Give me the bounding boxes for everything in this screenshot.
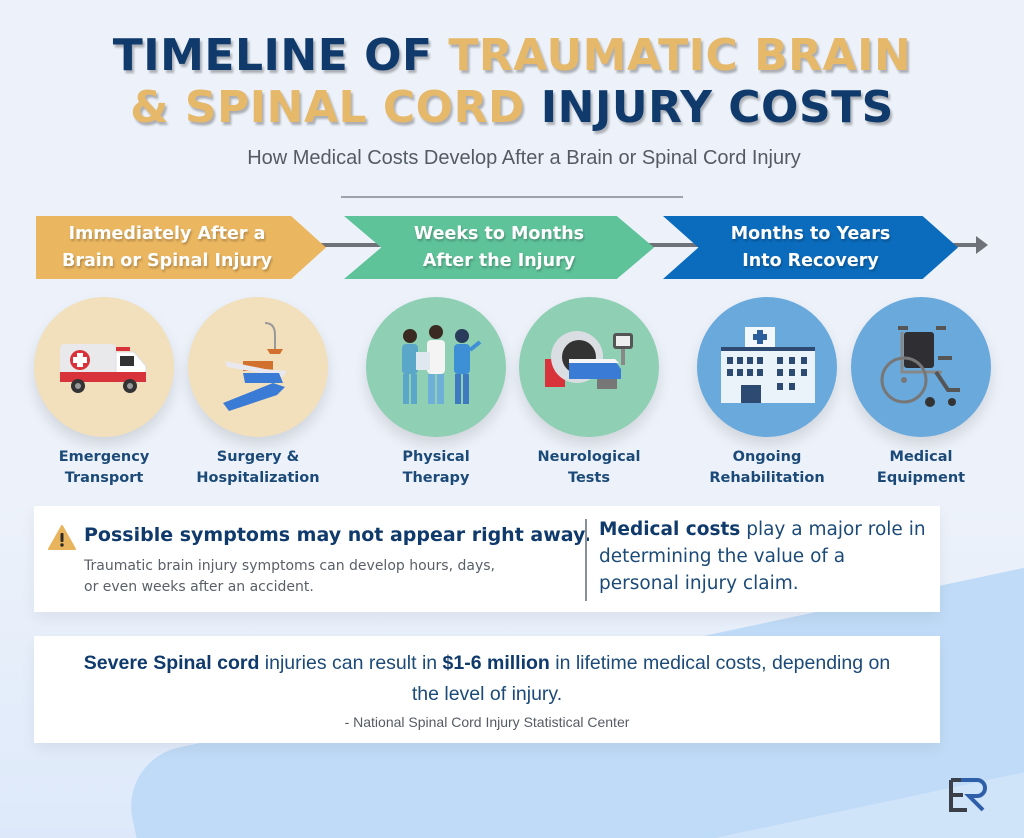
quote-text: Severe Spinal cord injuries can result i… xyxy=(74,648,900,710)
phase-label: After the Injury xyxy=(422,250,576,271)
vertical-divider xyxy=(585,519,587,601)
wheelchair-icon xyxy=(851,297,991,437)
mri-scanner-icon xyxy=(519,297,659,437)
item-label: Rehabilitation xyxy=(709,470,825,486)
page-title: TIMELINE OF TRAUMATIC BRAIN & SPINAL COR… xyxy=(0,30,1024,134)
item-label: Equipment xyxy=(876,470,966,486)
cost-note-emphasis: Medical costs xyxy=(599,519,741,540)
item-label: Transport xyxy=(64,470,144,486)
quote-source: - National Spinal Cord Injury Statistica… xyxy=(344,714,630,730)
warning-text: Traumatic brain injury symptoms can deve… xyxy=(84,556,554,598)
warning-text-line: Traumatic brain injury symptoms can deve… xyxy=(84,558,495,574)
phase-label: Brain or Spinal Injury xyxy=(61,250,273,271)
phase-label: Into Recovery xyxy=(742,250,879,271)
quote-box: Severe Spinal cord injuries can result i… xyxy=(34,636,940,743)
phase-label: Months to Years xyxy=(730,223,891,244)
warning-text-line: or even weeks after an accident. xyxy=(84,579,314,595)
phase-immediate: Immediately After a Brain or Spinal Injur… xyxy=(36,216,326,279)
medical-staff-icon xyxy=(366,297,506,437)
cost-note: Medical costs play a major role in deter… xyxy=(599,516,929,597)
divider xyxy=(341,196,683,198)
item-label: Hospitalization xyxy=(196,470,320,486)
timeline-connector xyxy=(320,243,380,247)
page-subtitle: How Medical Costs Develop After a Brain … xyxy=(247,147,801,169)
item-label: Medical xyxy=(889,449,953,465)
background-shape xyxy=(60,740,1024,838)
quote-part: in lifetime medical costs, depending on … xyxy=(411,652,891,705)
cost-note-text: play a major role in determining the val… xyxy=(599,519,926,594)
item-label: Emergency xyxy=(58,449,150,465)
hospital-icon xyxy=(697,297,837,437)
quote-emphasis: Severe Spinal cord xyxy=(83,652,260,674)
timeline-connector xyxy=(950,243,980,247)
warning-title: Possible symptoms may not appear right a… xyxy=(84,524,591,546)
item-label: Tests xyxy=(568,470,610,486)
title-part: & SPINAL CORD xyxy=(130,82,541,133)
phase-label: Weeks to Months xyxy=(413,223,585,244)
arrow-right-icon xyxy=(976,236,988,254)
item-label: Ongoing xyxy=(732,449,802,465)
item-label: Physical xyxy=(402,449,470,465)
er-logo-icon xyxy=(949,778,987,812)
info-box: Possible symptoms may not appear right a… xyxy=(34,506,940,612)
quote-emphasis: $1-6 million xyxy=(442,652,550,674)
item-label: Therapy xyxy=(402,470,470,486)
ambulance-icon xyxy=(34,297,174,437)
item-surgery-hospitalization: Surgery & Hospitalization xyxy=(183,297,333,489)
quote-part: injuries can result in xyxy=(259,652,443,674)
timeline-connector xyxy=(640,243,700,247)
phase-label: Immediately After a xyxy=(68,223,266,244)
surgery-bed-icon xyxy=(188,297,328,437)
title-part: INJURY COSTS xyxy=(540,82,894,133)
item-label: Neurological xyxy=(537,449,641,465)
title-part: TRAUMATIC BRAIN xyxy=(448,30,912,81)
warning-icon xyxy=(48,525,76,550)
title-part: TIMELINE OF xyxy=(112,30,449,81)
item-label: Surgery & xyxy=(216,449,300,465)
